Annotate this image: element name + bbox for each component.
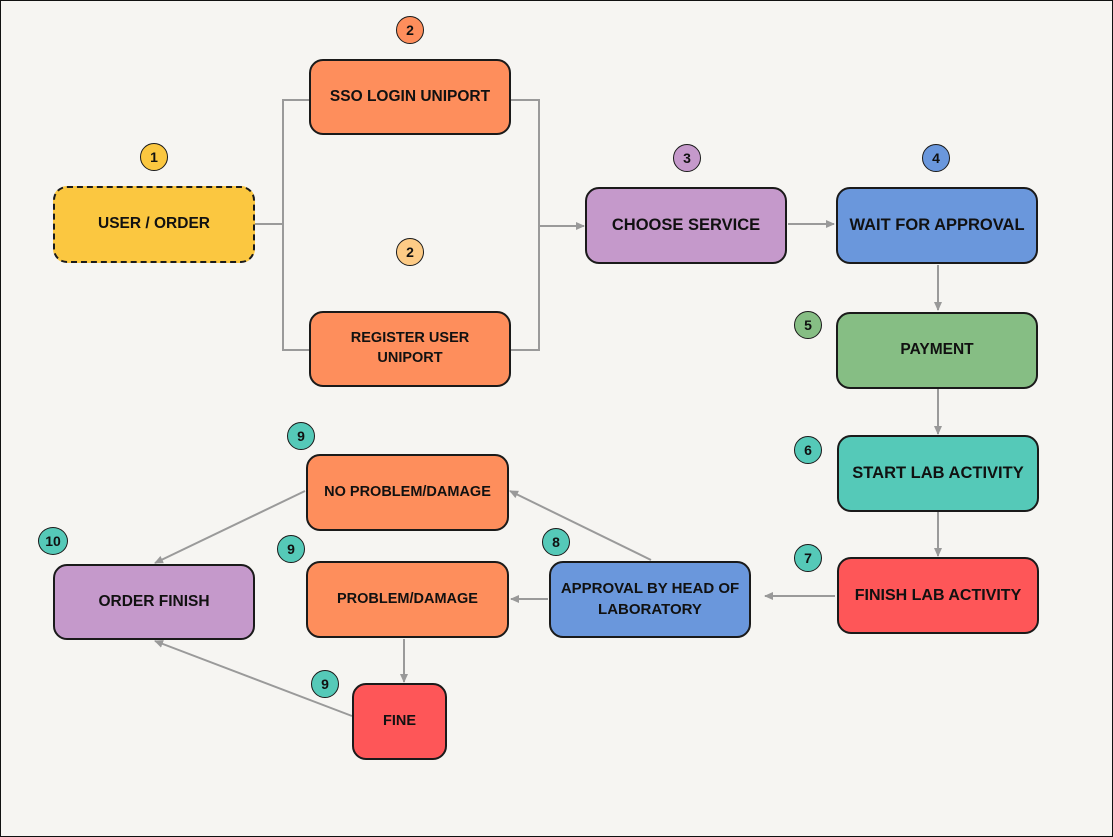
node-start-lab-activity: START LAB ACTIVITY <box>837 435 1039 512</box>
connector-fine-to-order-finish <box>154 640 353 717</box>
node-user-order: USER / ORDER <box>53 186 255 263</box>
node-fine: FINE <box>352 683 447 760</box>
step-badge-start-lab: 6 <box>794 436 822 464</box>
step-badge-fine: 9 <box>311 670 339 698</box>
node-approval-by-head-label: APPROVAL BY HEAD OF LABORATORY <box>560 580 740 618</box>
node-payment-label: PAYMENT <box>900 341 974 359</box>
node-sso-login-label: SSO LOGIN UNIPORT <box>329 87 491 105</box>
connector-sso-to-merge <box>511 99 540 351</box>
node-no-problem-damage-label: NO PROBLEM/DAMAGE <box>324 483 491 500</box>
node-problem-damage-label: PROBLEM/DAMAGE <box>337 590 478 607</box>
node-problem-damage: PROBLEM/DAMAGE <box>306 561 509 638</box>
step-badge-finish-lab: 7 <box>794 544 822 572</box>
step-badge-payment: 5 <box>794 311 822 339</box>
node-sso-login: SSO LOGIN UNIPORT <box>309 59 511 135</box>
step-badge-approval-head: 8 <box>542 528 570 556</box>
node-choose-service: CHOOSE SERVICE <box>585 187 787 264</box>
node-register-user: REGISTER USER UNIPORT <box>309 311 511 387</box>
step-badge-register-user: 2 <box>396 238 424 266</box>
node-start-lab-activity-label: START LAB ACTIVITY <box>852 464 1024 483</box>
step-badge-problem: 9 <box>277 535 305 563</box>
step-badge-no-problem: 9 <box>287 422 315 450</box>
node-choose-service-label: CHOOSE SERVICE <box>611 216 761 235</box>
node-payment: PAYMENT <box>836 312 1038 389</box>
node-user-order-label: USER / ORDER <box>98 215 210 233</box>
step-badge-order-finish: 10 <box>38 527 68 555</box>
connector-approval-to-no-problem <box>509 490 652 561</box>
node-no-problem-damage: NO PROBLEM/DAMAGE <box>306 454 509 531</box>
node-register-user-label: REGISTER USER UNIPORT <box>350 330 470 366</box>
node-wait-for-approval: WAIT FOR APPROVAL <box>836 187 1038 264</box>
step-badge-choose-service: 3 <box>673 144 701 172</box>
step-badge-user-order: 1 <box>140 143 168 171</box>
node-finish-lab-activity-label: FINISH LAB ACTIVITY <box>854 586 1022 604</box>
step-badge-wait-for-approval: 4 <box>922 144 950 172</box>
node-finish-lab-activity: FINISH LAB ACTIVITY <box>837 557 1039 634</box>
connector-user-to-register <box>282 224 310 351</box>
node-approval-by-head: APPROVAL BY HEAD OF LABORATORY <box>549 561 751 638</box>
connector-no-problem-to-order-finish <box>154 490 306 564</box>
node-wait-for-approval-label: WAIT FOR APPROVAL <box>849 216 1025 235</box>
node-order-finish: ORDER FINISH <box>53 564 255 640</box>
node-fine-label: FINE <box>382 712 417 729</box>
step-badge-sso-login: 2 <box>396 16 424 44</box>
node-order-finish-label: ORDER FINISH <box>98 592 210 610</box>
connector-user-to-sso <box>255 99 310 225</box>
